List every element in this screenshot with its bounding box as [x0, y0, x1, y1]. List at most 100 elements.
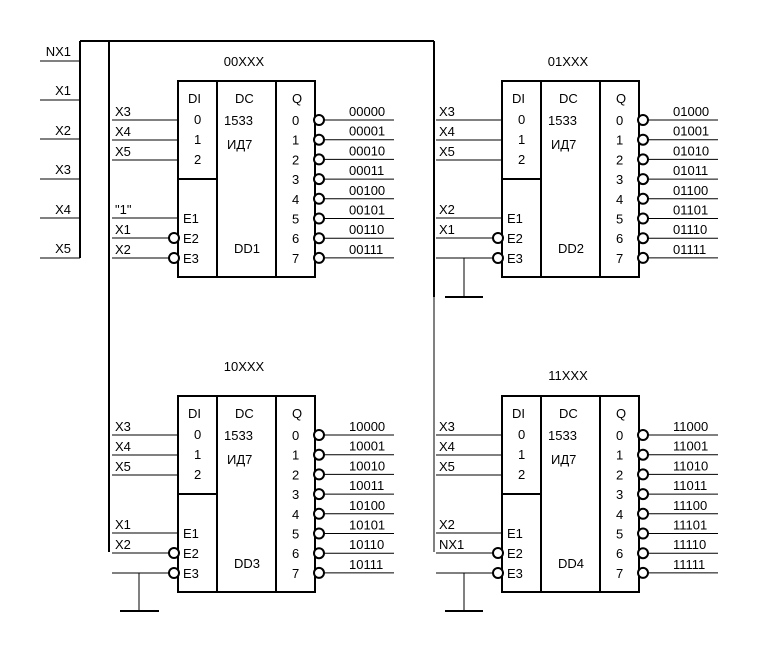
chip-type: ИД7 [227, 452, 252, 467]
enable-pin-label: E2 [183, 231, 199, 246]
chip-designator: DD3 [234, 556, 260, 571]
dc-label: DC [559, 406, 578, 421]
output-label: 00100 [349, 183, 385, 198]
output-pin-number: 6 [292, 546, 299, 561]
select-pin-number: 0 [194, 427, 201, 442]
output-pin-number: 7 [292, 566, 299, 581]
output-pin-number: 2 [616, 467, 623, 482]
chip-type: ИД7 [551, 137, 576, 152]
output-label: 00000 [349, 104, 385, 119]
output-pin-number: 4 [292, 192, 299, 207]
q-label: Q [616, 91, 626, 106]
inversion-bubble [313, 468, 325, 481]
inversion-bubble [313, 448, 325, 461]
output-label: 11111 [673, 557, 705, 572]
select-pin-number: 2 [194, 152, 201, 167]
inversion-bubble [313, 133, 325, 146]
select-pin-number: 0 [194, 112, 201, 127]
select-input-label: X4 [439, 439, 455, 454]
enable-pin-label: E1 [507, 211, 523, 226]
enable-input-label: X2 [439, 517, 455, 532]
output-pin-number: 3 [616, 487, 623, 502]
output-label: 10000 [349, 419, 385, 434]
decoder-header: 00XXX [224, 54, 265, 69]
inversion-bubble [168, 252, 180, 264]
di-label: DI [512, 406, 525, 421]
inversion-bubble [313, 192, 325, 205]
inversion-bubble [492, 567, 504, 579]
inversion-bubble [492, 232, 504, 244]
select-pin-number: 2 [194, 467, 201, 482]
output-label: 10110 [349, 537, 384, 552]
output-pin-number: 0 [616, 113, 623, 128]
inversion-bubble [637, 133, 649, 146]
inversion-bubble [313, 527, 325, 540]
inversion-bubble [637, 212, 649, 225]
dc-label: DC [235, 91, 254, 106]
select-input-label: X5 [115, 459, 131, 474]
select-input-label: X5 [439, 144, 455, 159]
q-label: Q [292, 91, 302, 106]
select-input-label: X5 [115, 144, 131, 159]
bus-input-label: X4 [55, 202, 71, 217]
decoder-header: 01XXX [548, 54, 589, 69]
inversion-bubble [637, 507, 649, 520]
output-label: 11101 [673, 518, 707, 533]
inversion-bubble [637, 173, 649, 186]
output-label: 00011 [349, 163, 384, 178]
output-pin-number: 6 [616, 546, 623, 561]
output-label: 10111 [349, 557, 383, 572]
output-label: 01010 [673, 143, 709, 158]
output-pin-number: 6 [292, 231, 299, 246]
enable-input-label: "1" [115, 202, 132, 217]
enable-pin-label: E2 [183, 546, 199, 561]
inversion-bubble [637, 488, 649, 501]
inversion-bubble [492, 547, 504, 559]
output-pin-number: 5 [616, 212, 623, 227]
dc-label: DC [235, 406, 254, 421]
output-label: 11100 [673, 498, 707, 513]
output-label: 11110 [673, 537, 706, 552]
output-pin-number: 0 [292, 428, 299, 443]
inversion-bubble [313, 114, 325, 126]
chip-type: ИД7 [227, 137, 252, 152]
output-label: 10010 [349, 458, 385, 473]
select-input-label: X3 [115, 419, 131, 434]
enable-pin-label: E2 [507, 231, 523, 246]
di-label: DI [188, 91, 201, 106]
enable-input-label: X1 [115, 222, 131, 237]
inversion-bubble [313, 212, 325, 225]
output-pin-number: 7 [616, 566, 623, 581]
output-label: 00101 [349, 203, 385, 218]
inversion-bubble [313, 251, 325, 264]
inversion-bubble [637, 448, 649, 461]
chip-designator: DD2 [558, 241, 584, 256]
inversion-bubble [637, 232, 649, 245]
output-pin-number: 5 [292, 527, 299, 542]
output-label: 00110 [349, 222, 384, 237]
di-label: DI [512, 91, 525, 106]
inversion-bubble [313, 507, 325, 520]
enable-pin-label: E1 [183, 526, 199, 541]
select-input-label: X3 [115, 104, 131, 119]
output-pin-number: 2 [292, 467, 299, 482]
inversion-bubble [313, 488, 325, 501]
inversion-bubble [637, 429, 649, 441]
output-label: 10011 [349, 478, 384, 493]
enable-input-label: X2 [439, 202, 455, 217]
output-label: 10100 [349, 498, 385, 513]
decoder-header: 11XXX [548, 368, 588, 383]
select-input-label: X3 [439, 419, 455, 434]
wires [40, 40, 497, 612]
output-label: 01101 [673, 203, 708, 218]
decoder-header: 10XXX [224, 359, 265, 374]
di-label: DI [188, 406, 201, 421]
q-label: Q [292, 406, 302, 421]
enable-pin-label: E3 [183, 251, 199, 266]
bus-input-label: NX1 [46, 44, 71, 59]
output-pin-number: 1 [292, 448, 299, 463]
